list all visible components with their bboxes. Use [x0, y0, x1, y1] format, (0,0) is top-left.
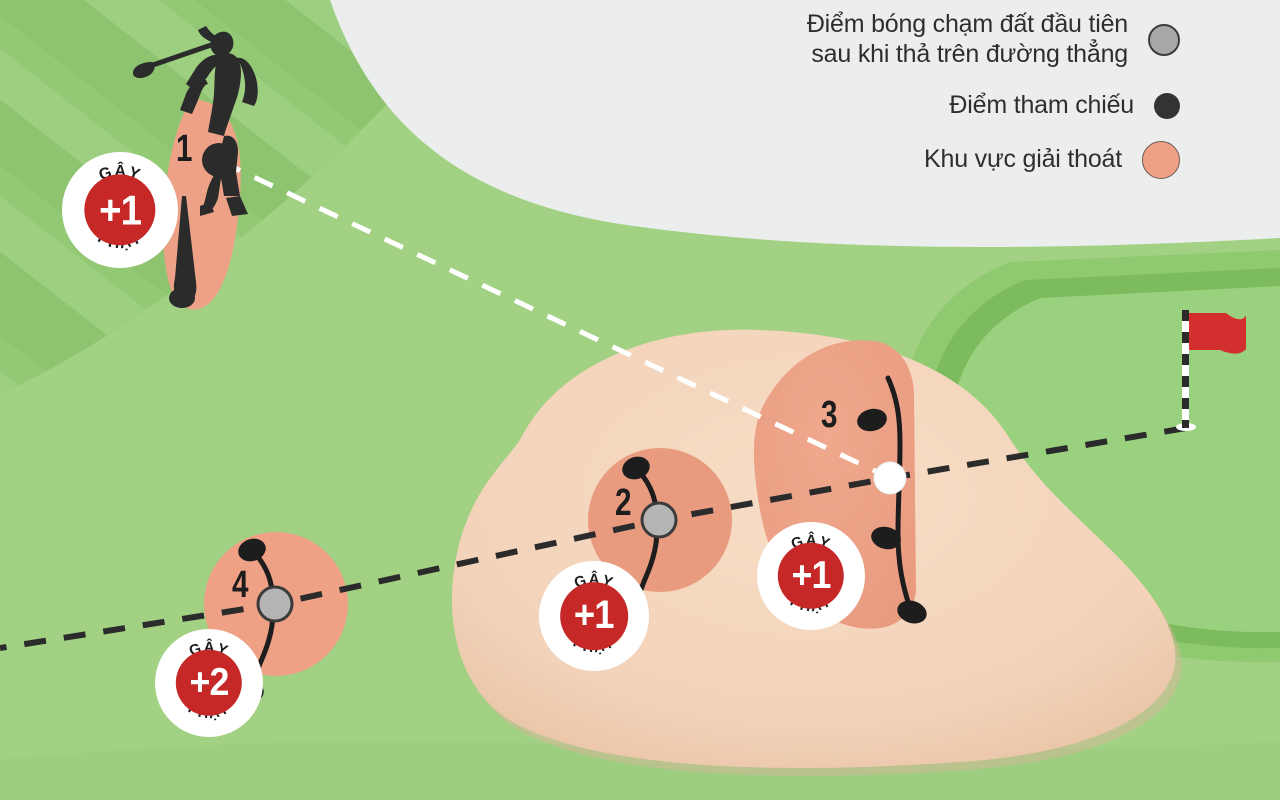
- badge-value: +1: [574, 593, 615, 638]
- legend-item-landing-point: Điểm bóng chạm đất đầu tiên sau khi thả …: [760, 10, 1180, 69]
- flag-cloth: [1189, 313, 1246, 354]
- penalty-badge-4: GẬY PHẠT +2: [155, 629, 263, 737]
- badge-inner-disc: +1: [777, 542, 845, 610]
- bracket-end-dot-2a: [622, 456, 650, 480]
- penalty-badge-1: GẬY PHẠT +1: [62, 152, 178, 268]
- ball-landing-marker-icon: [1148, 23, 1180, 56]
- drop-line-white: [220, 159, 892, 481]
- badge-inner-disc: +2: [175, 649, 243, 717]
- legend-label: Điểm bóng chạm đất đầu tiên sau khi thả …: [806, 10, 1128, 68]
- ball-in-play-3: [874, 462, 906, 494]
- bracket-dot-3a: [857, 408, 887, 432]
- step-number-1: 1: [176, 128, 193, 170]
- landing-ball-2: [640, 501, 678, 539]
- step-number-3: 3: [821, 394, 838, 436]
- bracket-end-dot-4a: [238, 538, 266, 562]
- badge-inner-disc: +1: [84, 174, 156, 246]
- legend-item-reference-point: Điểm tham chiếu: [760, 91, 1180, 121]
- legend-item-relief-area: Khu vực giải thoát: [760, 140, 1180, 179]
- step-number-2: 2: [615, 482, 632, 524]
- reference-point-marker-icon: [1154, 92, 1180, 119]
- legend: Điểm bóng chạm đất đầu tiên sau khi thả …: [760, 10, 1180, 185]
- penalty-badge-2: GẬY PHẠT +1: [539, 561, 649, 671]
- club-head-1: [173, 196, 197, 303]
- relief-area-marker-icon: [1142, 140, 1180, 179]
- step-number-4: 4: [232, 564, 249, 606]
- bracket-dot-3c: [897, 600, 927, 624]
- reference-dot-1: [202, 143, 236, 177]
- flagstick-group: [1176, 310, 1246, 431]
- bracket-dot-3b: [871, 526, 901, 550]
- penalty-badge-3: GẬY PHẠT +1: [757, 522, 865, 630]
- badge-value: +2: [189, 660, 230, 704]
- badge-value: +1: [99, 186, 142, 234]
- club-length-bracket-3: [857, 375, 927, 624]
- badge-inner-disc: +1: [560, 582, 628, 650]
- flag-pole-stripes: [1182, 310, 1189, 428]
- legend-label: Khu vực giải thoát: [924, 144, 1122, 173]
- legend-label: Điểm tham chiếu: [949, 91, 1134, 119]
- landing-ball-4: [256, 585, 294, 623]
- flag-pole: [1182, 310, 1189, 428]
- badge-value: +1: [791, 553, 832, 597]
